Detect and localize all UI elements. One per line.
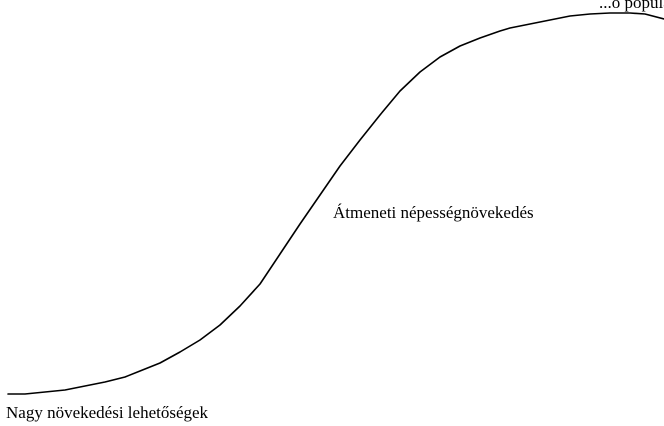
s-shaped-growth-curve: [7, 12, 664, 395]
middle-label: Átmeneti népességnövekedés: [333, 203, 534, 222]
top-label: ...ő populáció-szaporulat: [599, 0, 664, 12]
bottom-label: Nagy növekedési lehetőségek: [6, 403, 209, 422]
